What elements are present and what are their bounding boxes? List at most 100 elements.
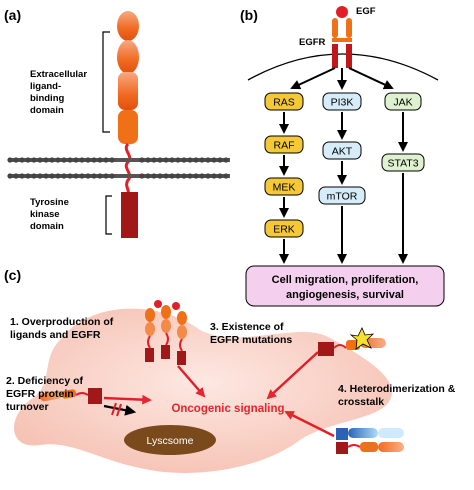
lysosome: Lyscsome: [124, 425, 216, 455]
lipid-head: [13, 157, 19, 163]
node-mek: MEK: [264, 177, 304, 196]
extracellular-bracket: [102, 31, 110, 133]
node-ras: RAS: [264, 92, 304, 111]
lipid-head: [55, 173, 61, 179]
lipid-head: [139, 157, 145, 163]
lipid-head: [37, 173, 43, 179]
item1-line-1: 1. Overproduction of: [10, 316, 114, 328]
item2-line-1: 2. Deficiency of: [6, 375, 84, 387]
lipid-head: [187, 157, 193, 163]
lipid-head: [169, 173, 175, 179]
lipid-head: [91, 157, 97, 163]
panel-c-label: (c): [4, 267, 21, 283]
lipid-head: [67, 157, 73, 163]
svg-text:PI3K: PI3K: [331, 97, 354, 109]
outcome-line-2: angiogenesis, survival: [286, 289, 404, 301]
item1-line-2: ligands and EGFR: [10, 329, 101, 341]
extracellular-label-1: Extracellular: [30, 69, 87, 80]
tyrosine-kinase-domain: [121, 192, 138, 238]
lipid-head: [103, 157, 109, 163]
svg-text:JAK: JAK: [393, 97, 412, 109]
item2-line-3: turnover: [6, 401, 49, 413]
lipid-head: [151, 173, 157, 179]
item3-line-1: 3. Existence of: [210, 321, 284, 333]
lipid-head: [145, 157, 151, 163]
lipid-head: [7, 157, 13, 163]
heterodimer-receptors: [336, 428, 404, 454]
lipid-head: [19, 157, 25, 163]
lipid-head: [211, 157, 217, 163]
egf-ligand: [336, 6, 348, 18]
lipid-head: [31, 157, 37, 163]
lipid-head: [61, 173, 67, 179]
node-mtor: mTOR: [318, 186, 366, 205]
egf-label: EGF: [356, 6, 376, 17]
arrow-heterodimer-to-signaling: [284, 410, 335, 438]
item4-line-2: crosstalk: [338, 396, 384, 408]
arrow-overproduction-to-signaling: [177, 365, 206, 398]
lipid-head: [73, 157, 79, 163]
node-akt: AKT: [322, 141, 362, 160]
lipid-head: [43, 157, 49, 163]
membrane-bilayer: [7, 157, 230, 179]
lipid-head: [193, 173, 199, 179]
lipid-head: [205, 157, 211, 163]
lipid-head: [7, 173, 13, 179]
lipid-head: [91, 173, 97, 179]
overproduced-egfr-cluster: [145, 300, 187, 365]
lipid-head: [49, 157, 55, 163]
panel-b-label: (b): [240, 7, 258, 23]
transmembrane-linker: [124, 142, 132, 195]
lipid-head: [157, 173, 163, 179]
lipid-head: [163, 157, 169, 163]
svg-text:Lyscsome: Lyscsome: [147, 435, 194, 447]
lipid-head: [79, 173, 85, 179]
lipid-head: [97, 157, 103, 163]
lipid-head: [181, 157, 187, 163]
block-mark-1: [111, 402, 117, 416]
lipid-head: [73, 173, 79, 179]
arrow-mutation-to-signaling: [266, 351, 319, 400]
lipid-head: [145, 173, 151, 179]
kinase-label-1: Tyrosine: [30, 197, 69, 208]
lipid-head: [169, 157, 175, 163]
lipid-head: [139, 173, 145, 179]
lipid-head: [163, 173, 169, 179]
egfr-dimer: [332, 18, 352, 68]
lipid-head: [85, 173, 91, 179]
lipid-head: [175, 157, 181, 163]
extracellular-label-2: ligand-: [30, 81, 61, 92]
lipid-head: [217, 173, 223, 179]
lipid-head: [175, 173, 181, 179]
lipid-head: [13, 173, 19, 179]
item3-line-2: EGFR mutations: [210, 334, 292, 346]
arrow-egfr-ras: [290, 67, 336, 90]
egfr-label: EGFR: [299, 37, 326, 48]
lipid-head: [199, 157, 205, 163]
block-mark-2: [116, 403, 122, 417]
outcome-line-1: Cell migration, proliferation,: [272, 274, 419, 286]
lipid-head: [109, 157, 115, 163]
mutation-star-icon: [349, 327, 375, 350]
kinase-bracket: [105, 195, 112, 235]
arrow-turnover-to-signaling: [103, 394, 152, 405]
lipid-head: [25, 173, 31, 179]
extracellular-label-3: binding: [30, 93, 64, 104]
node-erk: ERK: [264, 219, 304, 238]
kinase-label-3: domain: [30, 221, 64, 232]
extracellular-label-4: domain: [30, 105, 64, 116]
lipid-head: [151, 157, 157, 163]
lipid-head: [49, 173, 55, 179]
egfr-extracellular-domain: [117, 11, 139, 144]
lipid-head: [157, 157, 163, 163]
cell-membrane-arc: [247, 53, 439, 81]
lipid-head: [25, 157, 31, 163]
svg-text:ERK: ERK: [273, 224, 295, 236]
left-egfr-receptor: [40, 388, 102, 404]
oncogenic-signaling-label: Oncogenic signaling: [171, 403, 284, 415]
lipid-head: [37, 157, 43, 163]
lipid-head: [61, 157, 67, 163]
item4-line-1: 4. Heterodimerization &: [338, 383, 456, 395]
panel-a-label: (a): [4, 7, 21, 23]
